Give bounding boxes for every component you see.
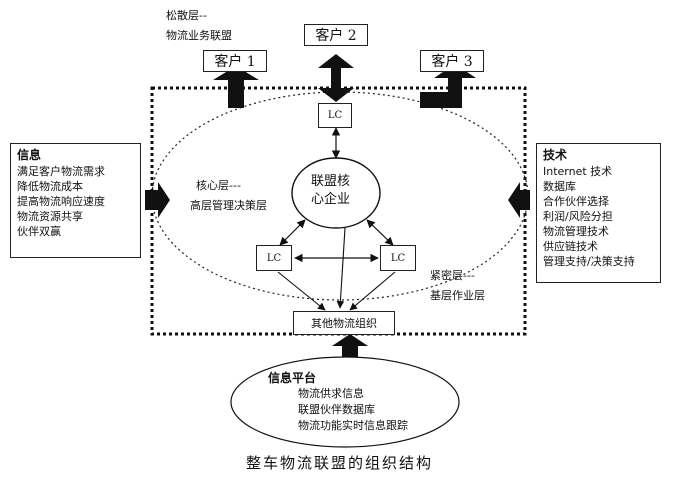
core-layer-title: 核心层--- (196, 179, 241, 192)
link-right-core-other (336, 227, 346, 309)
link-left-lc-other (277, 271, 326, 311)
info-panel-item: 降低物流成本 (17, 180, 83, 193)
info-platform-heading: 信息平台 (268, 371, 317, 385)
info-panel-item: 满足客户物流需求 (17, 165, 105, 178)
tech-panel-item: Internet 技术 (543, 165, 613, 178)
tight-layer-title: 紧密层--- (430, 269, 475, 282)
tech-panel-item: 利润/风险分担 (543, 210, 613, 223)
info-platform-ellipse (230, 356, 460, 448)
tech-panel-item: 合作伙伴选择 (543, 195, 609, 208)
link-core-right-lc (366, 219, 394, 246)
customer-3-box: 客户 3 (420, 50, 484, 72)
link-core-left-lc (279, 219, 306, 246)
info-platform-item: 物流功能实时信息跟踪 (298, 419, 408, 432)
link-right-lc-other (349, 271, 396, 311)
arrow-info (145, 182, 170, 218)
figure-caption: 整车物流联盟的组织结构 (245, 454, 433, 472)
core-center-line2: 心企业 (311, 192, 351, 207)
arrow-tech (508, 182, 530, 218)
info-platform-item: 物流供求信息 (298, 387, 364, 400)
customer-1-box: 客户 1 (203, 50, 267, 72)
tech-panel-item: 物流管理技术 (543, 225, 609, 238)
tight-layer-desc: 基层作业层 (430, 289, 485, 302)
info-platform-item: 联盟伙伴数据库 (298, 403, 375, 416)
tech-panel: 技术 Internet 技术 数据库 合作伙伴选择 利润/风险分担 物流管理技术… (536, 143, 661, 283)
info-panel-heading: 信息 (17, 148, 42, 162)
core-layer-desc: 高层管理决策层 (190, 199, 267, 212)
tech-panel-item: 数据库 (543, 180, 576, 193)
lc-box-right: LC (380, 245, 416, 271)
arrow-to-customer-2 (318, 54, 354, 102)
tech-panel-item: 供应链技术 (543, 240, 598, 253)
loose-layer-title: 松散层-- (166, 9, 207, 22)
tech-panel-heading: 技术 (543, 148, 568, 162)
arrow-to-customer-3 (420, 64, 476, 108)
info-panel-item: 提高物流响应速度 (17, 195, 105, 208)
info-panel-item: 伙伴双赢 (17, 225, 61, 238)
other-org-box: 其他物流组织 (293, 311, 395, 335)
tech-panel-item: 管理支持/决策支持 (543, 255, 635, 268)
lc-box-top: LC (318, 103, 352, 128)
arrow-platform (332, 334, 368, 362)
info-panel-item: 物流资源共享 (17, 210, 83, 223)
core-center-line1: 联盟核 (311, 174, 351, 189)
customer-2-box: 客户 2 (304, 24, 368, 46)
arrow-to-customer-1 (213, 66, 259, 108)
lc-box-left: LC (256, 245, 292, 271)
loose-layer-subtitle: 物流业务联盟 (166, 29, 232, 42)
info-panel: 信息 满足客户物流需求 降低物流成本 提高物流响应速度 物流资源共享 伙伴双赢 (10, 143, 141, 258)
